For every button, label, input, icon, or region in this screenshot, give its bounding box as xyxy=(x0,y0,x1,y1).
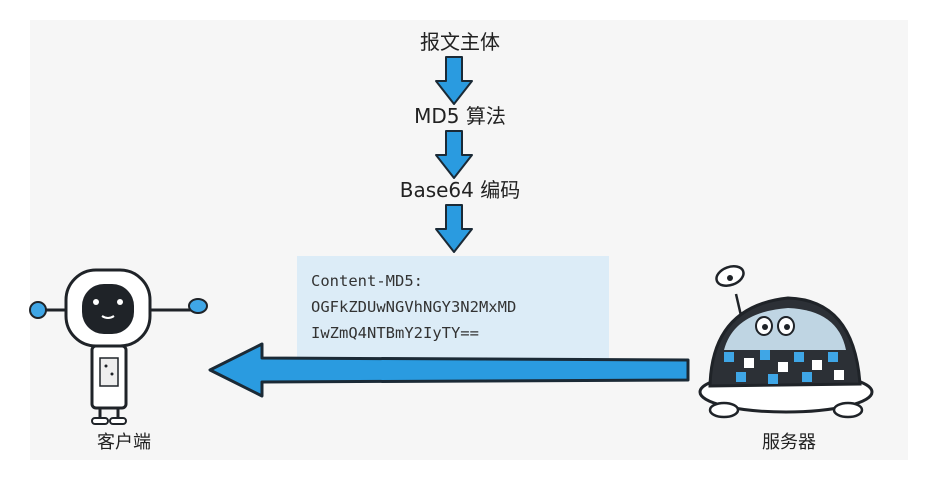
left-arrow-icon xyxy=(208,342,690,398)
client-robot-icon xyxy=(29,268,208,425)
step-label-md5: MD5 算法 xyxy=(414,104,506,128)
server-label: 服务器 xyxy=(762,432,816,453)
down-arrow-icon xyxy=(435,130,473,179)
step-label-base64: Base64 编码 xyxy=(399,178,521,202)
server-robot-icon xyxy=(698,265,874,419)
client-label: 客户端 xyxy=(97,432,151,453)
step-label-body: 报文主体 xyxy=(420,30,500,54)
header-line: Content-MD5: xyxy=(311,272,423,290)
down-arrow-icon xyxy=(435,56,473,105)
header-line: OGFkZDUwNGVhNGY3N2MxMD xyxy=(311,298,517,316)
header-line: IwZmQ4NTBmY2IyTY== xyxy=(311,324,479,342)
down-arrow-icon xyxy=(435,204,473,253)
content-md5-header-box: Content-MD5: OGFkZDUwNGVhNGY3N2MxMD IwZm… xyxy=(297,256,609,358)
